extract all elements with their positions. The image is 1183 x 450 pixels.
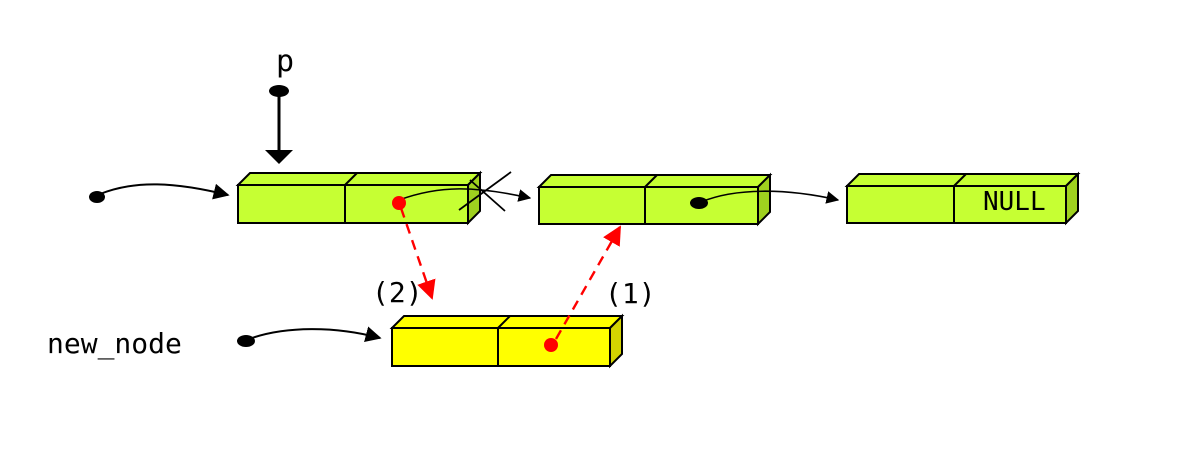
cross-line-2 (469, 179, 506, 212)
node-2-side (757, 172, 771, 227)
new-node-pointer-dot (237, 335, 255, 347)
p-pointer-dot (269, 85, 289, 97)
head-pointer (89, 183, 230, 203)
head-pointer-arrow (99, 183, 230, 200)
step-2-label: (2) (372, 276, 423, 309)
old-link-arrow (398, 188, 532, 202)
new-node-pointer-arrow (248, 326, 382, 343)
node-3-side (1065, 171, 1079, 226)
node-1-top (235, 172, 483, 186)
cross-line-1 (458, 171, 512, 211)
new-node-pointer-red-dot (544, 338, 558, 352)
list-node-3: NULL (844, 171, 1081, 226)
old-link-1-to-2 (398, 171, 532, 212)
new-node-side (609, 313, 623, 369)
new-node-pointer-group: new_node (47, 326, 382, 361)
node-3-top (844, 173, 1081, 187)
list-node-2 (536, 172, 773, 227)
null-label: NULL (983, 187, 1046, 217)
new-node-label: new_node (47, 327, 182, 361)
list-node-1 (235, 170, 483, 226)
step-1-link: (1) (544, 225, 656, 352)
new-node (389, 313, 625, 369)
node-2-pointer-dot (690, 197, 708, 209)
link-2-to-3-arrow (700, 190, 840, 204)
step-1-label: (1) (605, 277, 656, 310)
node-3-top-divider (953, 173, 967, 187)
p-pointer-arrowhead (265, 150, 293, 164)
p-label: p (276, 44, 294, 79)
step-1-arrow (554, 225, 622, 340)
p-pointer-group: p (265, 44, 294, 164)
node-2-front (538, 186, 759, 225)
link-2-to-3 (690, 190, 840, 209)
new-node-top-divider (497, 315, 511, 329)
node-1-top-divider (344, 172, 358, 186)
new-node-front (391, 327, 611, 367)
node-2-top-divider (644, 174, 658, 188)
node-1-pointer-red-dot (392, 196, 406, 210)
step-2-link: (2) (372, 196, 436, 309)
